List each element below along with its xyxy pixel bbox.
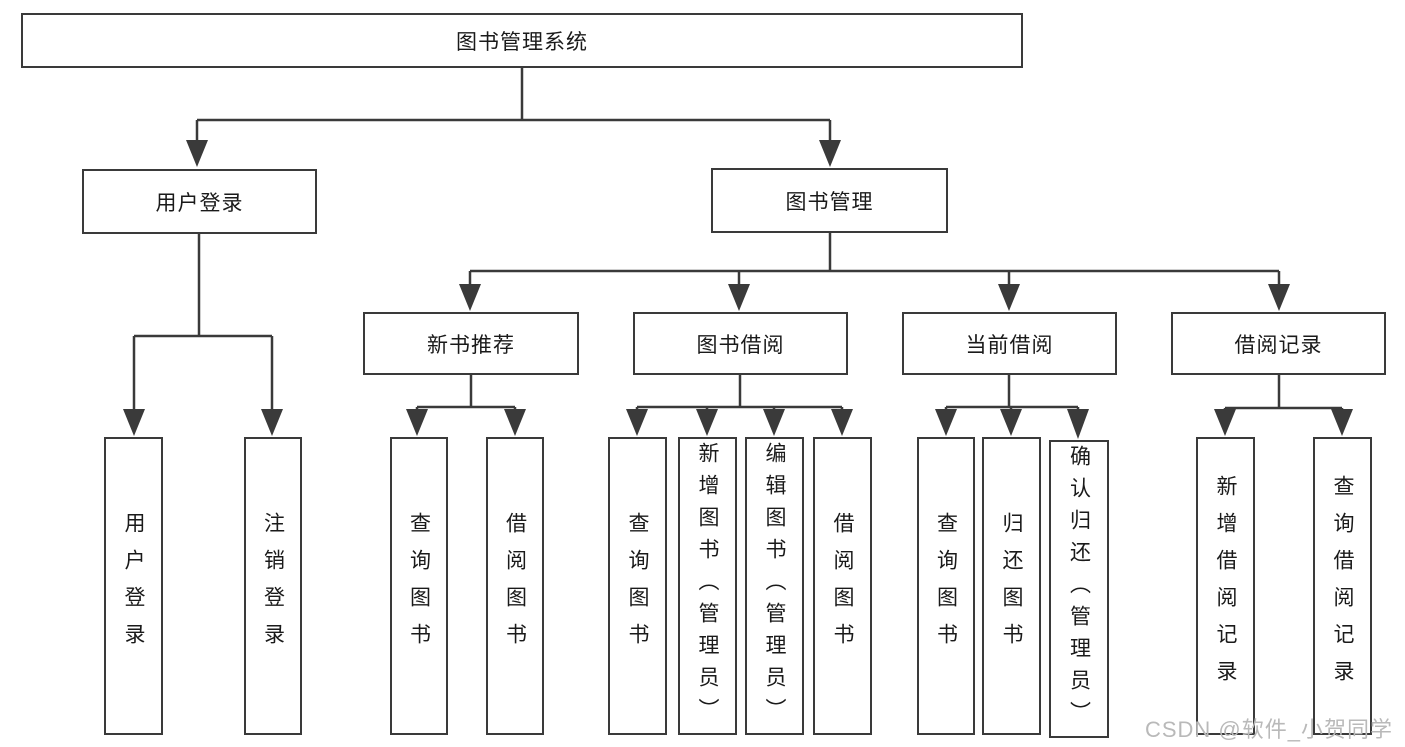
- leaf-query-books-current: 查询图书: [917, 437, 975, 735]
- leaf-edit-book-admin: 编辑图书（管理员）: [745, 437, 804, 735]
- leaf-borrow-books-recommend: 借阅图书: [486, 437, 544, 735]
- arrowhead: [935, 409, 957, 436]
- arrowhead: [459, 284, 481, 311]
- connector-book-management-to-level3: [459, 233, 1290, 311]
- arrowhead: [123, 409, 145, 436]
- arrowhead: [819, 140, 841, 167]
- node-book-borrowing: 图书借阅: [633, 312, 848, 375]
- arrowhead: [1067, 409, 1089, 439]
- connector-new-book-recommend-to-leaves: [406, 375, 526, 436]
- arrowhead: [406, 409, 428, 436]
- node-book-management-label: 图书管理: [785, 190, 874, 214]
- arrowhead: [1331, 409, 1353, 436]
- leaf-logout: 注销登录: [244, 437, 302, 735]
- arrowhead: [1000, 409, 1022, 436]
- leaf-confirm-return-admin: 确认归还（管理员）: [1049, 440, 1109, 738]
- leaf-query-borrow-record: 查询借阅记录: [1313, 437, 1372, 735]
- leaf-query-borrow-record-label: 查询借阅记录: [1331, 475, 1354, 697]
- leaf-query-books-recommend-label: 查询图书: [407, 512, 431, 660]
- node-user-login-label: 用户登录: [155, 191, 244, 215]
- leaf-borrow-books-borrowing-label: 借阅图书: [831, 512, 854, 660]
- arrowhead: [1268, 284, 1290, 311]
- leaf-user-login: 用户登录: [104, 437, 163, 735]
- leaf-edit-book-admin-label: 编辑图书（管理员）: [763, 442, 786, 730]
- node-current-borrowing-label: 当前借阅: [965, 333, 1054, 357]
- leaf-user-login-label: 用户登录: [122, 512, 145, 660]
- node-user-login: 用户登录: [82, 169, 317, 234]
- leaf-borrow-books-recommend-label: 借阅图书: [503, 512, 527, 660]
- arrowhead: [1214, 409, 1236, 436]
- leaf-query-books-borrowing: 查询图书: [608, 437, 667, 735]
- arrowhead: [186, 140, 208, 167]
- connector-book-borrowing-to-leaves: [626, 375, 853, 436]
- arrowhead: [696, 409, 718, 436]
- arrowhead: [831, 409, 853, 436]
- node-book-management: 图书管理: [711, 168, 948, 233]
- leaf-query-books-borrowing-label: 查询图书: [626, 512, 649, 660]
- arrowhead: [626, 409, 648, 436]
- node-system: 图书管理系统: [21, 13, 1023, 68]
- leaf-logout-label: 注销登录: [261, 512, 285, 660]
- leaf-query-books-recommend: 查询图书: [390, 437, 448, 735]
- arrowhead: [261, 409, 283, 436]
- leaf-add-book-admin: 新增图书（管理员）: [678, 437, 737, 735]
- node-borrowing-records-label: 借阅记录: [1234, 333, 1323, 357]
- node-new-book-recommend: 新书推荐: [363, 312, 579, 375]
- arrowhead: [763, 409, 785, 436]
- connector-root-to-level2: [186, 68, 841, 167]
- arrowhead: [728, 284, 750, 311]
- connector-borrowing-records-to-leaves: [1214, 375, 1353, 436]
- node-book-borrowing-label: 图书借阅: [696, 333, 785, 357]
- leaf-add-book-admin-label: 新增图书（管理员）: [696, 442, 719, 730]
- leaf-query-books-current-label: 查询图书: [934, 512, 958, 660]
- arrowhead: [504, 409, 526, 436]
- connector-user-login-to-leaves: [123, 234, 283, 436]
- leaf-add-borrow-record: 新增借阅记录: [1196, 437, 1255, 735]
- node-system-label: 图书管理系统: [456, 30, 588, 54]
- node-current-borrowing: 当前借阅: [902, 312, 1117, 375]
- arrowhead: [998, 284, 1020, 311]
- leaf-return-books: 归还图书: [982, 437, 1041, 735]
- leaf-return-books-label: 归还图书: [1000, 512, 1023, 660]
- leaf-confirm-return-admin-label: 确认归还（管理员）: [1067, 445, 1091, 733]
- connector-current-borrowing-to-leaves: [935, 375, 1089, 439]
- node-borrowing-records: 借阅记录: [1171, 312, 1386, 375]
- leaf-add-borrow-record-label: 新增借阅记录: [1214, 475, 1237, 697]
- leaf-borrow-books-borrowing: 借阅图书: [813, 437, 872, 735]
- node-new-book-recommend-label: 新书推荐: [427, 333, 515, 357]
- watermark: CSDN @软件_小贺同学: [1144, 717, 1393, 742]
